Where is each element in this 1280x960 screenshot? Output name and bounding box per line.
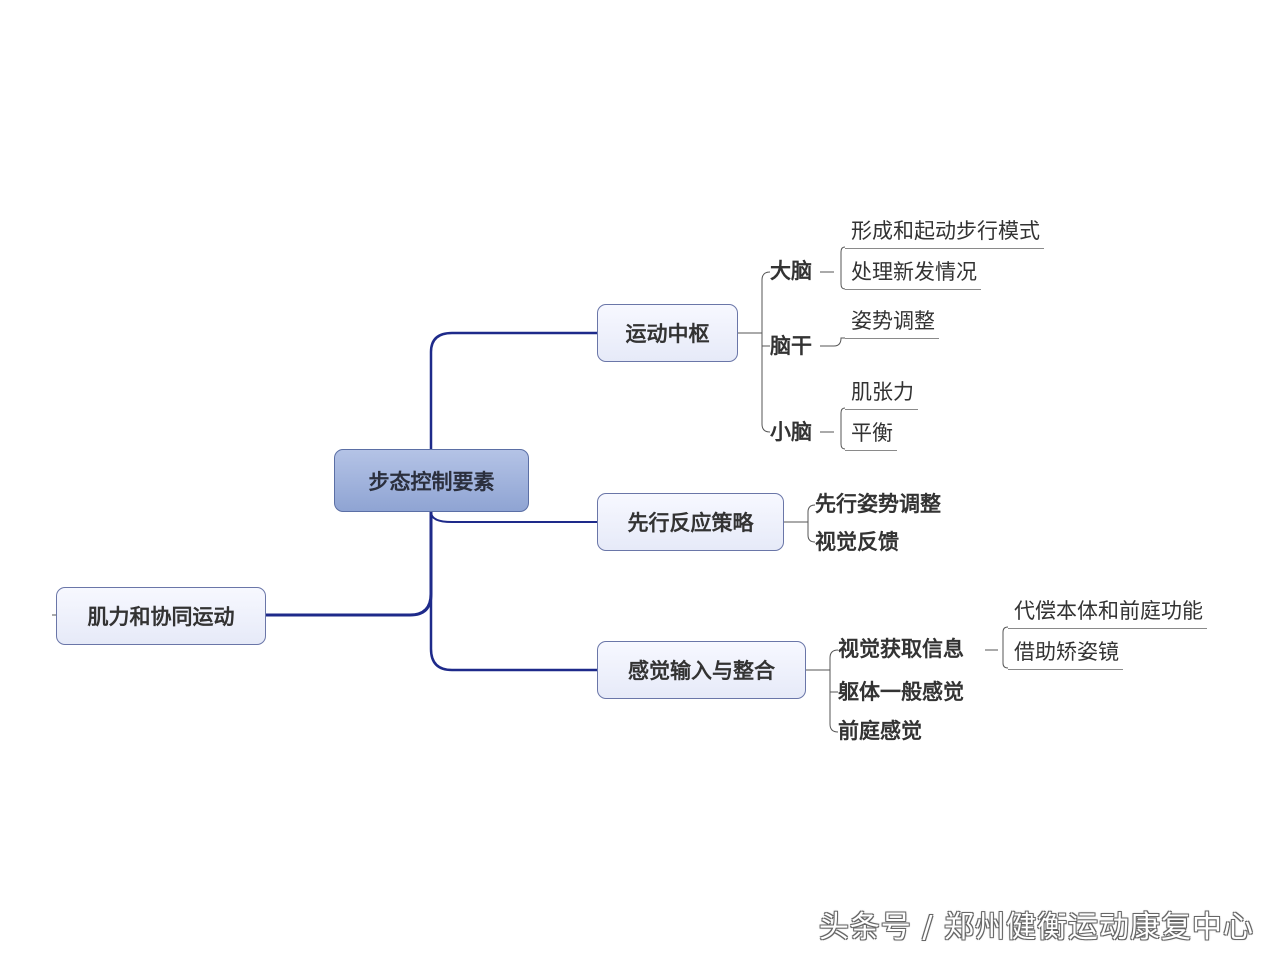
subtopic-visual-feedback[interactable]: 视觉反馈 — [815, 530, 899, 554]
subtopic-cerebrum[interactable]: 大脑 — [770, 259, 812, 283]
central-topic[interactable]: 步态控制要素 — [334, 449, 529, 512]
item-muscle-tone[interactable]: 肌张力 — [845, 377, 918, 410]
topic-muscle-strength[interactable]: 肌力和协同运动 — [56, 587, 266, 645]
subtopic-vestibular[interactable]: 前庭感觉 — [838, 719, 922, 743]
item-posture-adjust[interactable]: 姿势调整 — [845, 306, 939, 339]
subtopic-anticipatory-posture[interactable]: 先行姿势调整 — [815, 492, 941, 516]
item-balance[interactable]: 平衡 — [845, 418, 897, 451]
watermark: 头条号 / 郑州健衡运动康复中心 — [818, 910, 1254, 945]
item-new-situations[interactable]: 处理新发情况 — [845, 257, 981, 290]
item-gait-pattern[interactable]: 形成和起动步行模式 — [845, 216, 1044, 249]
subtopic-brainstem[interactable]: 脑干 — [770, 334, 812, 358]
subtopic-cerebellum[interactable]: 小脑 — [770, 420, 812, 444]
item-posture-mirror[interactable]: 借助矫姿镜 — [1008, 637, 1123, 670]
topic-anticipatory-strategy[interactable]: 先行反应策略 — [597, 493, 784, 551]
topic-motor-center[interactable]: 运动中枢 — [597, 304, 738, 362]
subtopic-somatosensory[interactable]: 躯体一般感觉 — [838, 680, 964, 704]
item-compensate-function[interactable]: 代偿本体和前庭功能 — [1008, 596, 1207, 629]
subtopic-visual-info[interactable]: 视觉获取信息 — [838, 637, 964, 661]
topic-sensory-integration[interactable]: 感觉输入与整合 — [597, 641, 806, 699]
